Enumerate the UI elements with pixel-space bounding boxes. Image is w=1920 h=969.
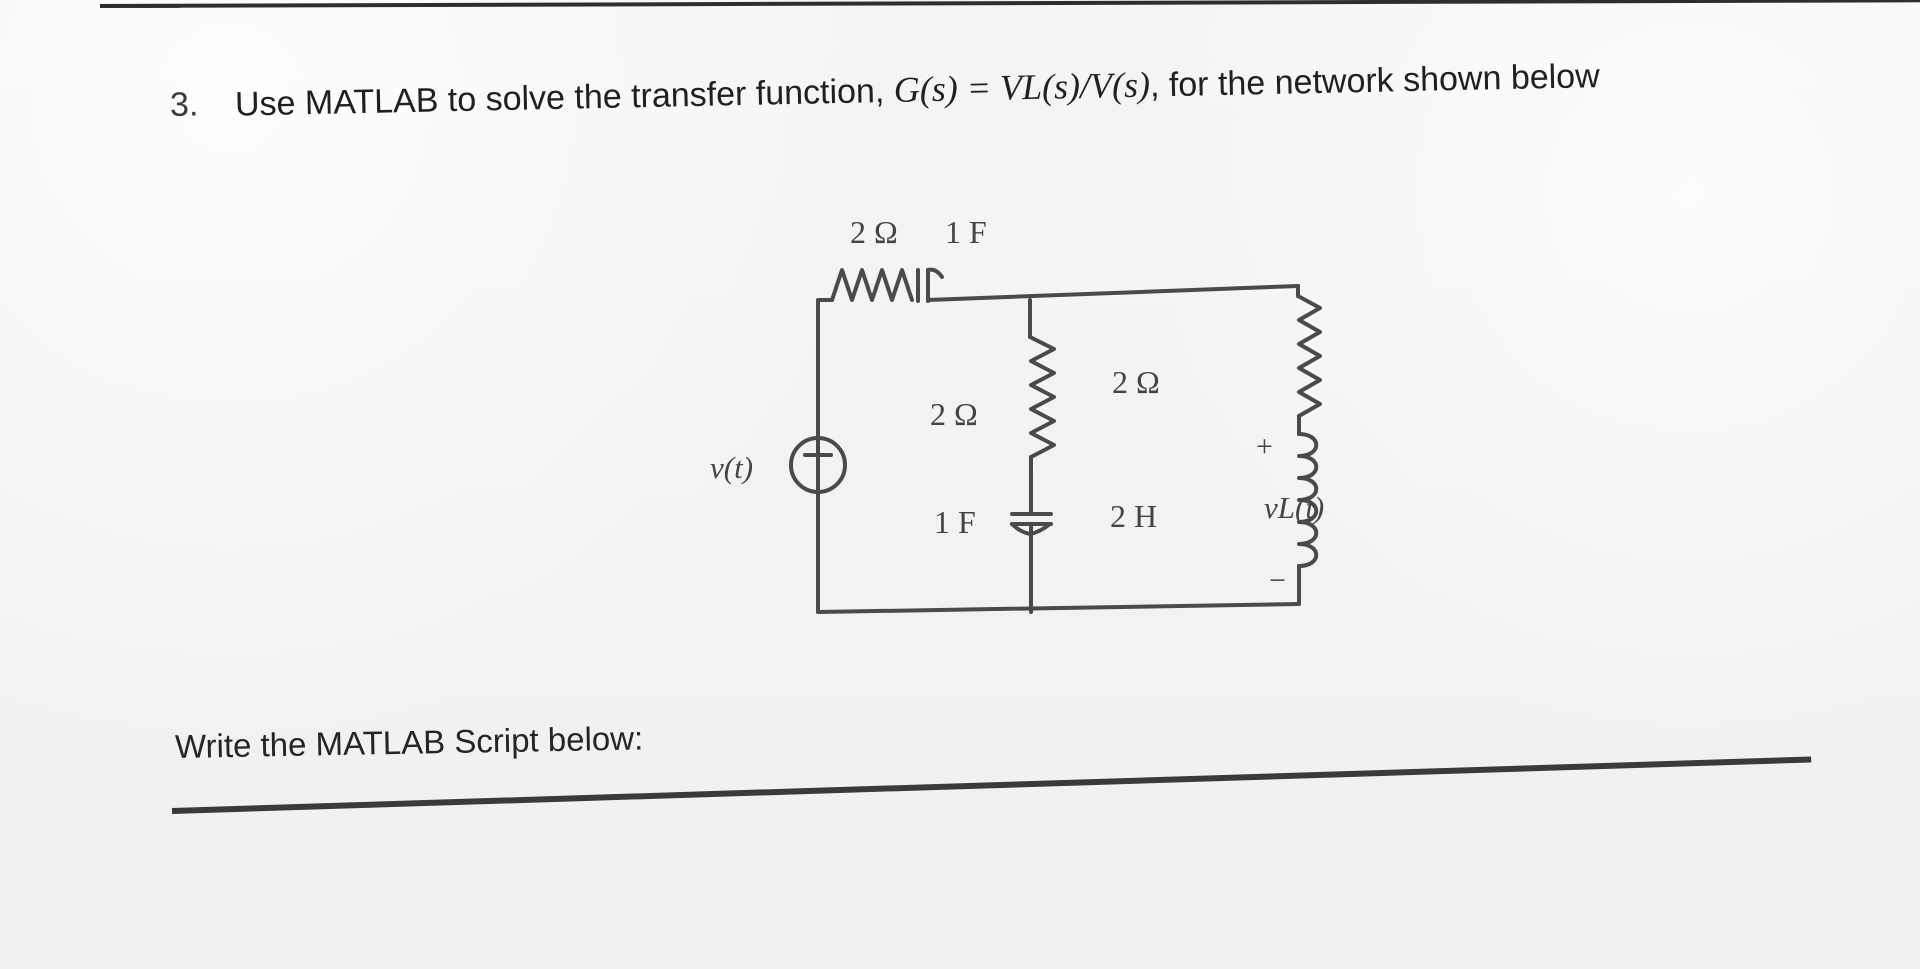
question-suffix: , for the network shown below xyxy=(1149,57,1601,105)
bottom-wire xyxy=(816,602,1300,614)
question-prefix: Use MATLAB to solve the transfer functio… xyxy=(234,72,885,124)
answer-prompt-label: Write the MATLAB Script below: xyxy=(174,719,644,765)
top-resistor-symbol xyxy=(830,268,914,302)
source-minus-symbol-text: − xyxy=(812,471,824,493)
output-minus-sign: − xyxy=(1269,564,1286,597)
circuit-svg xyxy=(789,267,1322,614)
right-inductor-label: 2 H xyxy=(1110,498,1158,534)
top-wire-to-right xyxy=(926,284,1300,302)
right-resistor-symbol xyxy=(1296,294,1322,418)
top-capacitor-curve xyxy=(926,267,944,279)
question-line: 3. Use MATLAB to solve the transfer func… xyxy=(169,46,1770,129)
transfer-function-formula: G(s) = VL(s)/V(s) xyxy=(893,64,1151,110)
middle-resistor-label: 2 Ω xyxy=(930,396,978,432)
circuit-diagram: 2 Ω 1 F 2 Ω 1 F 2 Ω 2 H v(t) + − + vL(t)… xyxy=(690,216,1360,628)
output-voltage-label: vL(t) xyxy=(1264,490,1325,525)
middle-resistor-symbol xyxy=(1028,335,1056,459)
top-edge-rule-fragment xyxy=(100,0,180,8)
right-resistor-label: 2 Ω xyxy=(1112,364,1160,400)
question-text: Use MATLAB to solve the transfer functio… xyxy=(234,50,1600,130)
output-plus-sign: + xyxy=(1256,430,1273,463)
source-label: v(t) xyxy=(710,450,754,485)
right-inductor-symbol xyxy=(1297,432,1319,568)
top-resistor-label: 2 Ω xyxy=(850,214,898,250)
source-plus-symbol: + xyxy=(808,430,822,454)
question-number: 3. xyxy=(169,85,199,124)
top-capacitor-label: 1 F xyxy=(945,214,987,250)
left-top-wire xyxy=(816,298,834,314)
voltage-source-circle xyxy=(789,436,847,494)
top-rule xyxy=(99,0,1920,8)
middle-capacitor-label: 1 F xyxy=(934,504,976,540)
answer-line xyxy=(171,756,1812,814)
